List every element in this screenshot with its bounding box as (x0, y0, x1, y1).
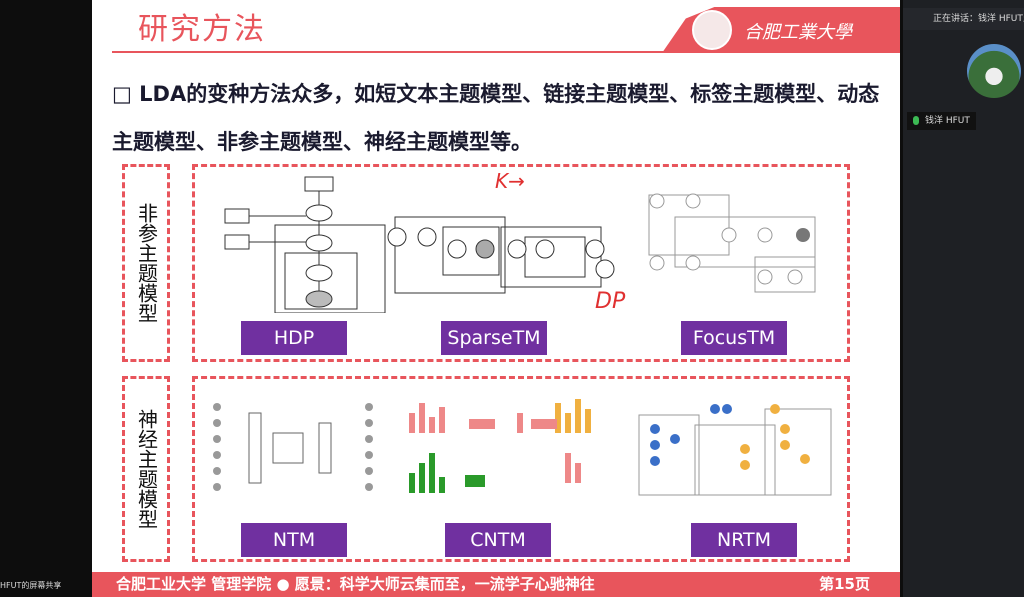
slide-title: 研究方法 (138, 12, 266, 47)
bullet-text: □ LDA的变种方法众多，如短文本主题模型、链接主题模型、标签主题模型、动态主题… (112, 82, 880, 154)
presentation-slide: 研究方法 合肥工業大學 □ LDA的变种方法众多，如短文本主题模型、链接主题模型… (92, 0, 900, 597)
handwritten-annotation-dp: DP (595, 289, 626, 314)
footer-motto: 合肥工业大学 管理学院 ● 愿景：科学大师云集而至，一流学子心驰神往 (116, 575, 595, 593)
cntm-diagram (409, 399, 591, 493)
speaking-indicator: 正在讲话：钱洋 HFUT; (903, 8, 1024, 30)
sparsetm-diagram (387, 216, 615, 294)
participant-name-tag: 钱洋 HFUT (907, 112, 976, 130)
focustm-diagram (648, 193, 816, 293)
model-label-sparsetm: SparseTM (441, 321, 547, 355)
title-divider (112, 51, 682, 53)
neural-models-box: NTM CNTM NRTM (192, 376, 850, 562)
section-label-neural: 神经主题模型 (122, 376, 170, 562)
university-name: 合肥工業大學 (744, 22, 852, 43)
university-seal-icon (692, 10, 732, 50)
model-label-focustm: FocusTM (681, 321, 787, 355)
nrtm-diagram (638, 404, 832, 496)
microphone-icon (913, 116, 919, 125)
slide-footer: 合肥工业大学 管理学院 ● 愿景：科学大师云集而至，一流学子心驰神往 第15页 (92, 572, 900, 597)
page-number: 第15页 (819, 575, 870, 593)
model-label-ntm: NTM (241, 523, 347, 557)
handwritten-annotation: K→ (495, 169, 525, 193)
model-label-hdp: HDP (241, 321, 347, 355)
participant-avatar[interactable] (967, 44, 1021, 98)
screen-share-label: HFUT的屏幕共享 (0, 581, 62, 590)
model-label-cntm: CNTM (445, 523, 551, 557)
meeting-participant-panel: 正在讲话：钱洋 HFUT; 钱洋 HFUT (903, 0, 1024, 597)
hdp-diagram (224, 176, 386, 313)
section-label-nonparametric: 非参主题模型 (122, 164, 170, 362)
ntm-diagram (213, 403, 373, 491)
nonparametric-models-box: HDP SparseTM FocusTM K→ DP (192, 164, 850, 362)
participant-name: 钱洋 HFUT (925, 116, 970, 126)
model-label-nrtm: NRTM (691, 523, 797, 557)
